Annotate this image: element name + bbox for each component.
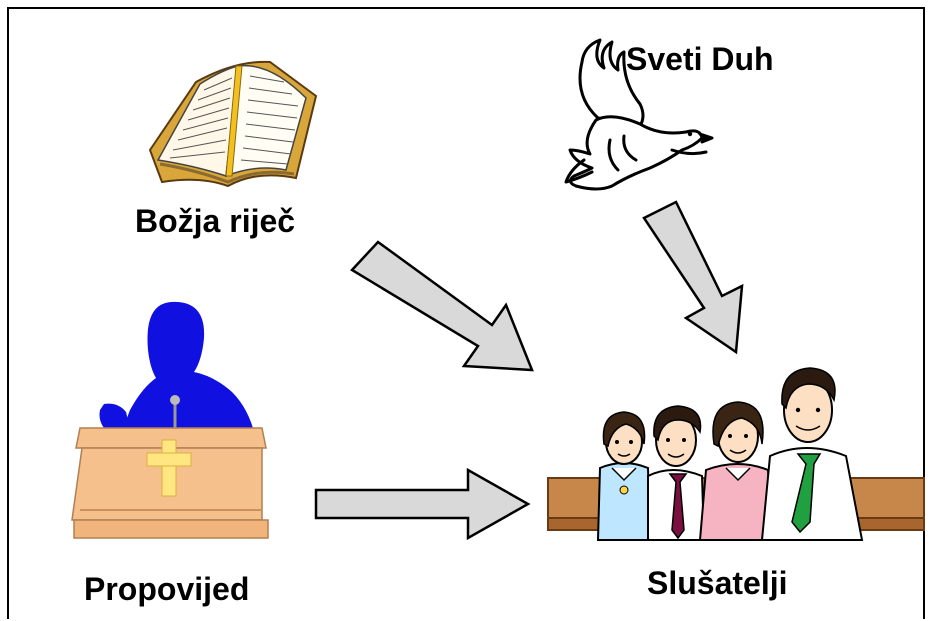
open-bible-icon xyxy=(148,60,318,188)
sermon-label: Propovijed xyxy=(84,571,250,607)
listeners-label: Slušatelji xyxy=(647,565,788,601)
listener-1 xyxy=(596,411,652,541)
listener-4 xyxy=(760,367,864,541)
arrow-sermon-to-listeners xyxy=(314,467,531,541)
preacher-at-pulpit-icon xyxy=(71,301,270,540)
holy-spirit-label: Sveti Duh xyxy=(626,41,774,77)
word-of-god-label: Božja riječ xyxy=(135,203,296,239)
listeners-group-icon xyxy=(547,367,925,541)
dove-icon xyxy=(564,38,714,191)
arrow-word-to-listeners xyxy=(350,240,534,372)
listener-3 xyxy=(698,401,774,541)
listener-2 xyxy=(647,405,706,541)
arrow-spirit-to-listeners xyxy=(642,200,744,355)
